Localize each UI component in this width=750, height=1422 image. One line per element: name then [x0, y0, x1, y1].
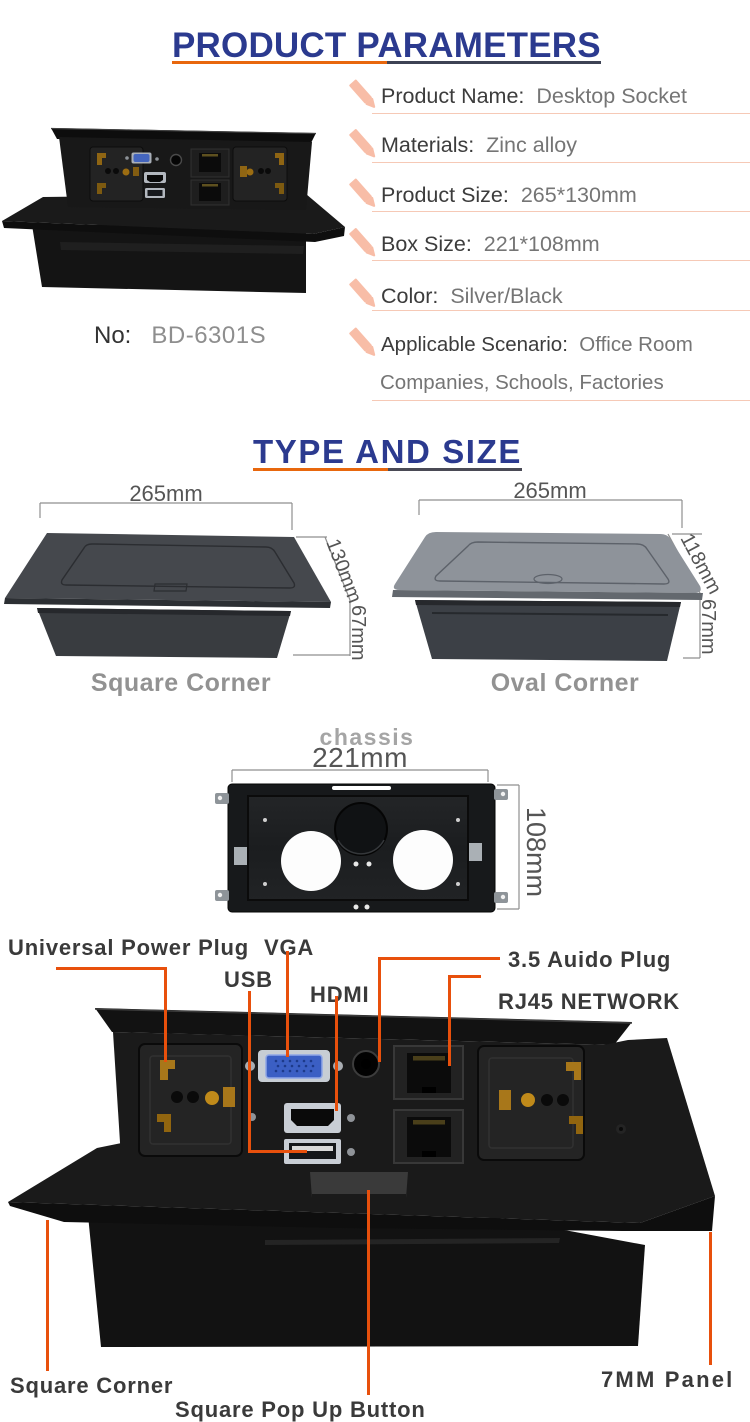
- svg-text:67mm: 67mm: [697, 599, 719, 655]
- svg-text:Square Corner: Square Corner: [91, 669, 271, 697]
- svg-text:chassis: chassis: [320, 724, 415, 750]
- svg-text:265mm: 265mm: [513, 480, 586, 503]
- svg-text:67mm: 67mm: [347, 605, 369, 661]
- svg-text:130mm: 130mm: [321, 536, 365, 606]
- svg-text:265mm: 265mm: [129, 481, 202, 506]
- svg-text:Oval Corner: Oval Corner: [491, 669, 640, 697]
- svg-text:108mm: 108mm: [521, 807, 551, 897]
- svg-text:221mm: 221mm: [312, 742, 408, 773]
